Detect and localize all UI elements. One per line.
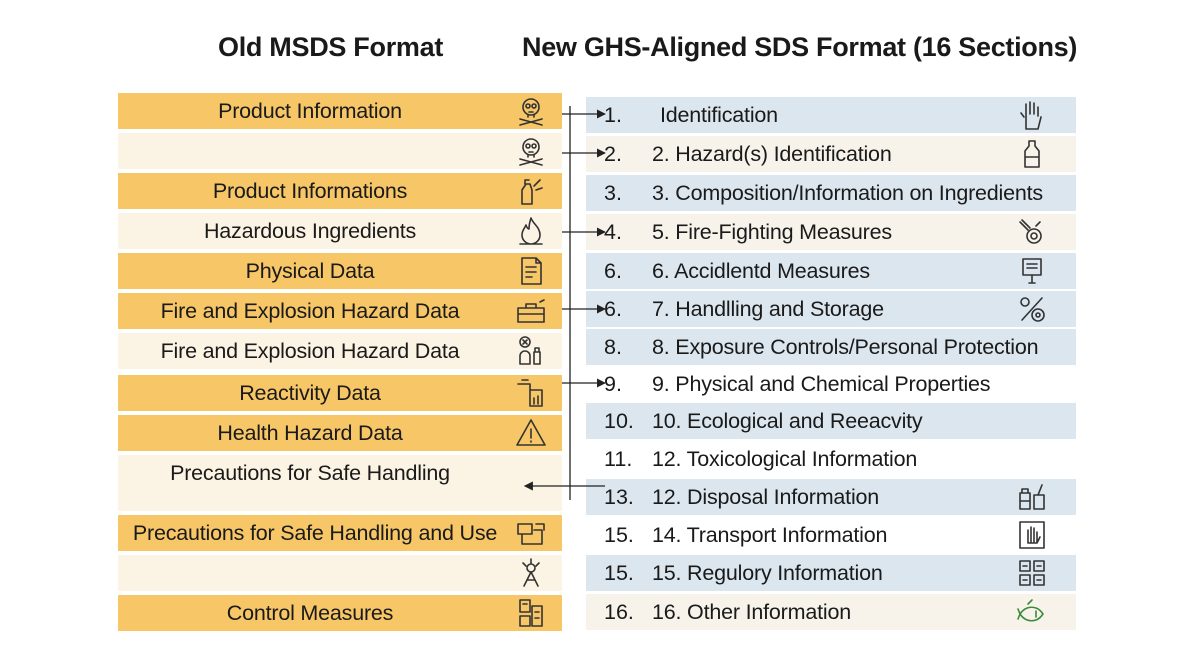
section-number: 6.	[604, 296, 622, 321]
toolbox-icon	[514, 294, 548, 328]
old-row-fire-explosion-1: Fire and Explosion Hazard Data	[118, 293, 562, 329]
new-row-8: 9. 9. Physical and Chemical Properties	[586, 366, 1076, 402]
section-label: 10. Ecological and Reeacvity	[652, 408, 923, 433]
section-number: 13.	[604, 484, 634, 509]
old-row-label: Precautions for Safe Handling and Use	[132, 520, 498, 545]
new-row-5: 6. 6. Accidlentd Measures	[586, 253, 1076, 289]
warning-triangle-icon	[514, 416, 548, 450]
regulatory-icon	[1016, 557, 1048, 589]
old-row-label: Product Informations	[212, 178, 408, 203]
skull-crossbones-icon	[514, 134, 548, 168]
fish-icon	[1016, 596, 1048, 628]
old-row-label: Physical Data	[245, 258, 375, 283]
old-row-product-informations: Product Informations	[118, 173, 562, 209]
old-format-heading: Old MSDS Format	[218, 32, 444, 62]
chemical-bottles-icon	[514, 334, 548, 368]
old-row-hazardous-ingredients: Hazardous Ingredients	[118, 213, 562, 249]
section-label: 5. Fire-Fighting Measures	[652, 219, 892, 244]
old-row-label: Control Measures	[226, 600, 394, 625]
section-number: 8.	[604, 334, 622, 359]
new-row-14: 16. 16. Other Information	[586, 594, 1076, 630]
section-number: 15.	[604, 560, 634, 585]
old-row-label: Precautions for Safe Handling	[170, 461, 450, 485]
section-number: 4.	[604, 219, 622, 244]
flame-icon	[514, 214, 548, 248]
old-row-label: Fire and Explosion Hazard Data	[160, 298, 460, 323]
safety-goggles-icon	[1016, 216, 1048, 248]
glove-icon	[1016, 99, 1048, 131]
new-row-7: 8. 8. Exposure Controls/Personal Protect…	[586, 329, 1076, 365]
new-row-3: 3. 3. Composition/Information on Ingredi…	[586, 175, 1076, 211]
old-row-blank-1	[118, 133, 562, 169]
old-row-reactivity-data: Reactivity Data	[118, 375, 562, 411]
new-row-11: 13. 12. Disposal Information	[586, 479, 1076, 515]
old-row-control-measures: Control Measures	[118, 595, 562, 631]
section-label: 6. Accidlentd Measures	[652, 258, 870, 283]
new-row-6: 6. 7. Handlling and Storage	[586, 291, 1076, 327]
new-row-13: 15. 15. Regulory Information	[586, 555, 1076, 591]
old-row-label: Reactivity Data	[239, 380, 381, 405]
section-number: 9.	[604, 371, 622, 396]
section-label: 15. Regulory Information	[652, 560, 883, 585]
new-row-1: 1. Identification	[586, 97, 1076, 133]
section-number: 16.	[604, 599, 634, 624]
sign-icon	[1016, 255, 1048, 287]
hand-icon	[1016, 519, 1048, 551]
section-number: 10.	[604, 408, 634, 433]
equipment-icon	[514, 596, 548, 630]
section-label: 7. Handlling and Storage	[652, 296, 884, 321]
new-row-12: 15. 14. Transport Information	[586, 517, 1076, 553]
section-number: 15.	[604, 522, 634, 547]
section-label: 12. Toxicological Information	[652, 446, 918, 471]
section-label: 9. Physical and Chemical Properties	[652, 371, 991, 396]
old-row-product-information: Product Information	[118, 93, 562, 129]
section-number: 6.	[604, 258, 622, 283]
disposal-containers-icon	[1016, 481, 1048, 513]
storage-boxes-icon	[514, 516, 548, 550]
section-label: 8. Exposure Controls/Personal Protection	[652, 334, 1039, 359]
old-row-label: Hazardous Ingredients	[203, 218, 417, 243]
skull-crossbones-icon	[514, 94, 548, 128]
new-format-heading: New GHS-Aligned SDS Format (16 Sections)	[522, 32, 1078, 62]
old-row-physical-data: Physical Data	[118, 253, 562, 289]
old-row-precautions: Precautions for Safe Handling	[118, 455, 562, 511]
document-icon	[514, 254, 548, 288]
section-label: 14. Transport Information	[652, 522, 888, 547]
section-label: Identification	[660, 102, 778, 127]
section-label: 3. Composition/Information on Ingredient…	[652, 180, 1043, 205]
old-row-health-hazard: Health Hazard Data	[118, 415, 562, 451]
section-label: 12. Disposal Information	[652, 484, 880, 509]
section-label: 16. Other Information	[652, 599, 851, 624]
old-row-fire-explosion-2: Fire and Explosion Hazard Data	[118, 333, 562, 369]
spray-bottle-icon	[514, 174, 548, 208]
old-row-label: Fire and Explosion Hazard Data	[160, 338, 460, 363]
new-row-9: 10. 10. Ecological and Reeacvity	[586, 403, 1076, 439]
section-number: 1.	[604, 102, 622, 127]
old-row-precautions-use: Precautions for Safe Handling and Use	[118, 515, 562, 551]
bottle-icon	[1016, 138, 1048, 170]
section-label: 2. Hazard(s) Identification	[652, 141, 892, 166]
old-row-label: Product Information	[218, 98, 402, 123]
section-number: 3.	[604, 180, 622, 205]
new-row-4: 4. 5. Fire-Fighting Measures	[586, 214, 1076, 250]
new-row-2: 2. 2. Hazard(s) Identification	[586, 136, 1076, 172]
percent-icon	[1016, 293, 1048, 325]
new-row-10: 11. 12. Toxicological Information	[586, 441, 1076, 477]
section-number: 2.	[604, 141, 622, 166]
old-row-blank-2	[118, 555, 562, 591]
molecule-person-icon	[514, 556, 548, 590]
faucet-icon	[514, 376, 548, 410]
section-number: 11.	[604, 446, 633, 471]
old-row-label: Health Hazard Data	[217, 420, 403, 445]
